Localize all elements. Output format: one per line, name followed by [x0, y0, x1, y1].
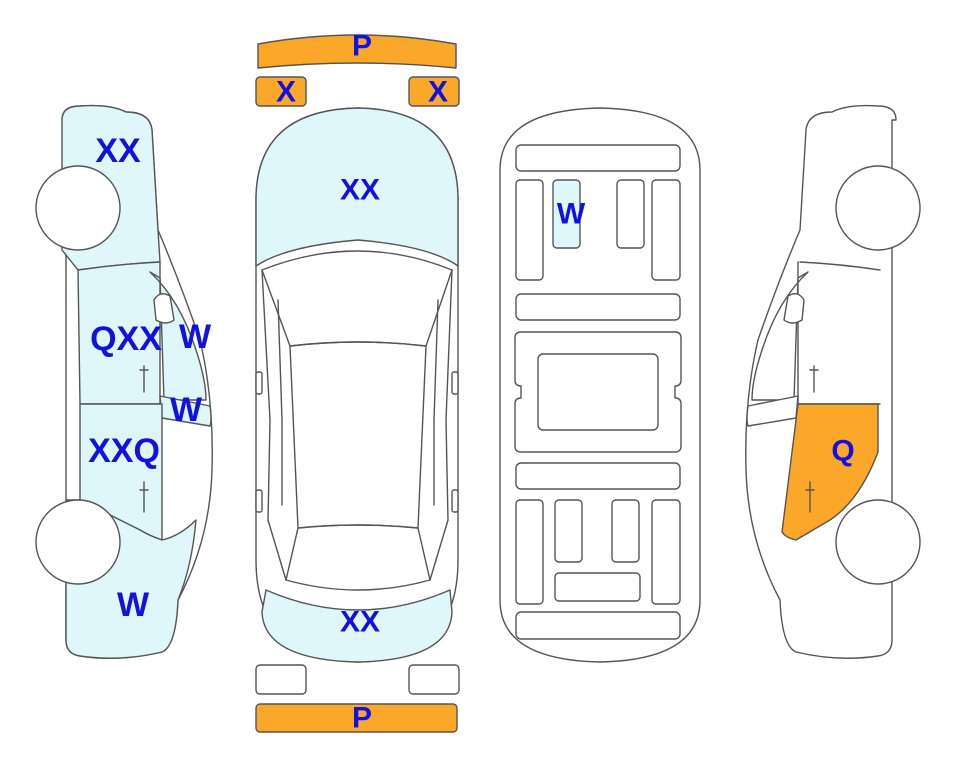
hood-label: XX — [340, 174, 380, 207]
right-front-fender-line — [799, 261, 881, 271]
dashboard-panel[interactable] — [515, 144, 681, 172]
interior-view: W — [499, 107, 701, 663]
left-rear-window-label: W — [170, 391, 203, 429]
right-front-door-handle — [809, 365, 819, 393]
rear-bumper-label: P — [352, 702, 372, 735]
top-left-side-line — [261, 269, 287, 581]
top-right-inner-line — [433, 299, 439, 506]
top-left-inner-line — [277, 299, 283, 506]
front-bumper-group: P X X — [255, 30, 460, 109]
front-right-corner[interactable] — [408, 76, 460, 107]
left-front-wheel — [35, 165, 121, 251]
left-rear-door-handle — [139, 481, 149, 513]
front-right-corner-label: X — [428, 76, 448, 109]
left-rear-door-label: XXQ — [88, 432, 160, 470]
left-mirror-side — [153, 293, 175, 324]
right-front-wheel — [835, 165, 921, 251]
right-mirror — [451, 371, 459, 395]
interior-trunk-panel[interactable] — [515, 611, 681, 640]
left-side-view: XX QXX W W XXQ W — [35, 104, 213, 659]
interior-rear-seat-bar[interactable] — [515, 462, 681, 490]
left-rear-wheel — [35, 499, 121, 585]
right-rear-door-handle — [805, 481, 815, 513]
interior-right-rear-strip[interactable] — [651, 499, 681, 605]
interior-rear-right-console[interactable] — [611, 499, 640, 563]
rear-left-corner[interactable] — [255, 664, 307, 695]
interior-rear-bar[interactable] — [554, 572, 641, 602]
top-view-car: XX XX — [255, 107, 459, 663]
right-rear-door-label: Q — [831, 435, 854, 468]
interior-center-panel[interactable] — [537, 353, 659, 431]
left-front-door-handle — [139, 365, 149, 393]
roof-inner-label: W — [557, 198, 586, 231]
front-bumper-label: P — [352, 30, 372, 63]
left-rear-window[interactable] — [159, 395, 212, 427]
left-front-window-label: W — [179, 318, 212, 356]
rear-bumper[interactable] — [255, 703, 458, 733]
front-left-corner[interactable] — [255, 76, 307, 107]
hood[interactable] — [255, 107, 459, 267]
left-rear-marker — [255, 489, 263, 513]
interior-left-rear-strip[interactable] — [515, 499, 544, 605]
interior-front-seat-bar[interactable] — [515, 293, 681, 321]
interior-rear-left-console[interactable] — [554, 499, 583, 563]
right-rear-marker — [451, 489, 459, 513]
front-left-corner-label: X — [276, 76, 296, 109]
rear-right-corner[interactable] — [408, 664, 460, 695]
rear-bumper-group: P — [255, 664, 460, 735]
left-front-fender-label: XX — [95, 132, 141, 170]
interior-roof-console[interactable] — [552, 179, 581, 249]
trunk[interactable] — [261, 589, 453, 663]
interior-right-front-strip[interactable] — [651, 179, 681, 281]
top-right-side-line — [429, 269, 453, 581]
left-front-door[interactable] — [77, 261, 161, 405]
left-front-door-label: QXX — [90, 320, 162, 358]
interior-right-console[interactable] — [616, 179, 645, 249]
interior-left-front-strip[interactable] — [515, 179, 544, 281]
right-side-view: Q — [745, 104, 921, 659]
right-rear-window[interactable] — [746, 395, 799, 427]
right-mirror-side — [783, 293, 805, 324]
right-rear-door[interactable] — [781, 403, 879, 541]
right-rear-wheel — [835, 499, 921, 585]
left-rear-quarter-label: W — [117, 586, 150, 624]
front-bumper[interactable] — [257, 34, 457, 69]
left-mirror — [255, 371, 263, 395]
trunk-label: XX — [340, 606, 380, 639]
